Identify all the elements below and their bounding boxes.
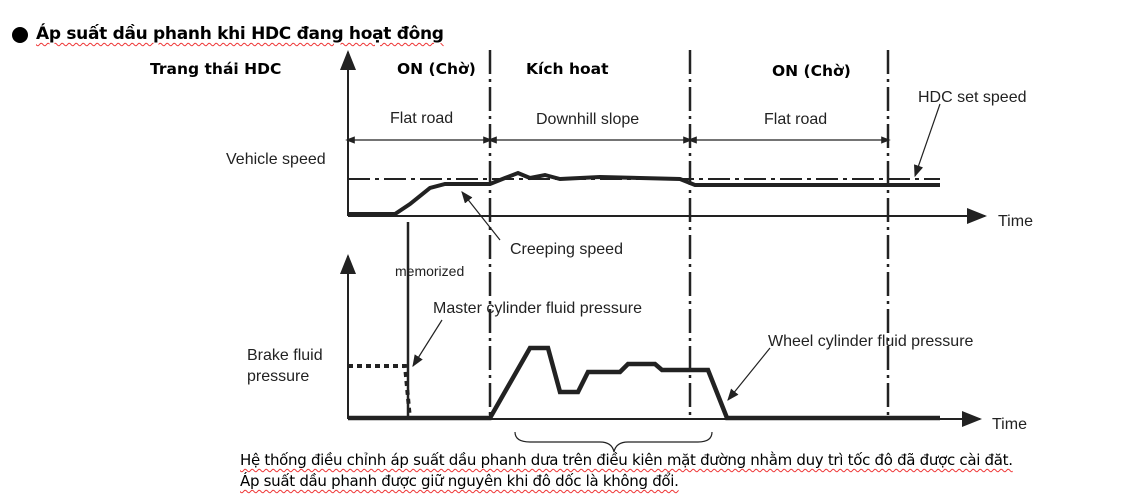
label: Time: [992, 416, 1027, 433]
road-label: Downhill slope: [536, 111, 639, 128]
label: Wheel cylinder fluid pressure: [768, 333, 974, 350]
label: HDC set speed: [918, 89, 1027, 106]
label: Master cylinder fluid pressure: [433, 300, 642, 317]
caption-line: Hệ thống điều chỉnh áp suất dầu phanh dư…: [240, 451, 1013, 469]
bullet-icon: [12, 27, 28, 43]
leader-arrow: [461, 191, 501, 241]
label: Brake fluid: [247, 347, 323, 364]
wheel-pressure-curve: [348, 345, 940, 421]
hdc-state-label: Trang thái HDC: [150, 60, 281, 78]
road-label: Flat road: [390, 110, 453, 127]
label: Time: [998, 213, 1033, 230]
master-pressure-curve: [348, 364, 412, 420]
label: Creeping speed: [510, 241, 623, 258]
caption-line: Áp suất dầu phanh được giữ nguyên khi đô…: [240, 472, 679, 490]
label: pressure: [247, 368, 309, 385]
state-standby: ON (Chờ): [772, 62, 851, 80]
state-active: Kích hoat: [526, 60, 609, 78]
label: Vehicle speed: [226, 151, 326, 168]
label: memorized: [395, 263, 464, 279]
leader-arrow: [727, 347, 771, 401]
road-label: Flat road: [764, 111, 827, 128]
brace: [514, 431, 713, 453]
vehicle-speed-curve: [348, 170, 940, 216]
leader-arrow: [914, 103, 941, 178]
leader-arrow: [412, 319, 443, 368]
page-title: Áp suất dầu phanh khi HDC đang hoạt đông: [36, 24, 444, 44]
state-standby: ON (Chờ): [397, 60, 476, 78]
